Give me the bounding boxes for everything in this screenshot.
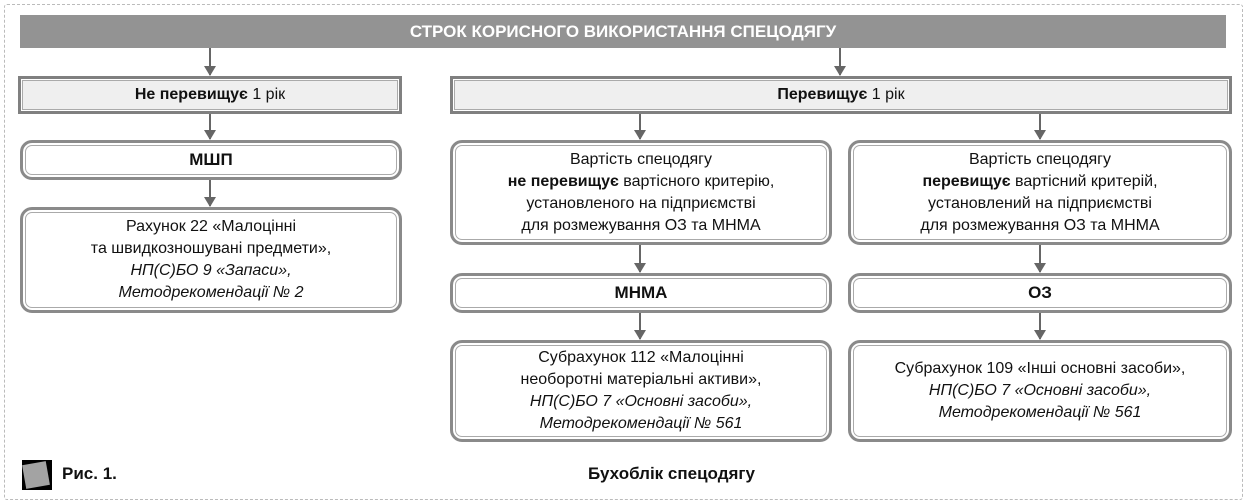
account-112-box: Субрахунок 112 «Малоцінні необоротні мат… bbox=[450, 340, 832, 442]
term-bold: Не перевищує bbox=[134, 86, 248, 103]
text-line: Вартість спецодягу bbox=[569, 150, 713, 168]
text-line: для розмежування ОЗ та МНМА bbox=[920, 216, 1160, 234]
term-exceeds-box: Перевищує 1 рік bbox=[450, 76, 1232, 114]
category-label: ОЗ bbox=[1028, 283, 1052, 302]
arrow bbox=[634, 114, 646, 140]
figure-title: Бухоблік спецодягу bbox=[588, 464, 755, 483]
term-rest: 1 рік bbox=[247, 86, 286, 103]
cost-not-exceeds-box: Вартість спецодягу не перевищує вартісно… bbox=[450, 140, 832, 245]
figure-square-icon bbox=[22, 460, 52, 490]
term-rest: 1 рік bbox=[867, 86, 905, 103]
arrow bbox=[1034, 114, 1046, 140]
frame-border bbox=[4, 4, 1243, 500]
figure-number: Рис. 1. bbox=[62, 464, 117, 483]
account-ref: Методрекомендації № 561 bbox=[938, 404, 1142, 421]
diagram-header: СТРОК КОРИСНОГО ВИКОРИСТАННЯ СПЕЦОДЯГУ bbox=[20, 15, 1226, 48]
account-line: та швидкозношувані предмети», bbox=[90, 240, 332, 257]
cost-exceeds-box: Вартість спецодягу перевищує вартісний к… bbox=[848, 140, 1232, 245]
arrow bbox=[1034, 245, 1046, 273]
text-line: Вартість спецодягу bbox=[968, 150, 1112, 168]
category-label: МНМА bbox=[614, 283, 668, 302]
arrow bbox=[834, 48, 846, 76]
account-line: необоротні матеріальні активи», bbox=[520, 371, 762, 388]
term-bold: Перевищує bbox=[777, 86, 868, 103]
category-label: МШП bbox=[189, 150, 233, 169]
arrow bbox=[204, 180, 216, 207]
text-bold: перевищує bbox=[922, 172, 1011, 190]
category-mshp: МШП bbox=[20, 140, 402, 180]
account-line: Субрахунок 109 «Інші основні засоби», bbox=[894, 360, 1186, 377]
account-ref: Методрекомендації № 2 bbox=[118, 284, 304, 301]
arrow bbox=[1034, 313, 1046, 340]
account-22-box: Рахунок 22 «Малоцінні та швидкозношувані… bbox=[20, 207, 402, 313]
text-line: вартісного критерію, bbox=[618, 172, 775, 190]
text-line: установлений на підприємстві bbox=[928, 194, 1152, 212]
text-line: для розмежування ОЗ та МНМА bbox=[521, 216, 761, 234]
account-ref: НП(С)БО 9 «Запаси», bbox=[130, 262, 292, 279]
account-109-box: Субрахунок 109 «Інші основні засоби», НП… bbox=[848, 340, 1232, 442]
text-line: вартісний критерій, bbox=[1010, 172, 1158, 190]
term-not-exceeds-box: Не перевищує 1 рік bbox=[18, 76, 402, 114]
account-line: Субрахунок 112 «Малоцінні bbox=[538, 349, 744, 366]
arrow bbox=[634, 313, 646, 340]
category-mnma: МНМА bbox=[450, 273, 832, 313]
text-bold: не перевищує bbox=[507, 172, 619, 190]
account-ref: НП(С)БО 7 «Основні засоби», bbox=[928, 382, 1152, 399]
account-ref: Методрекомендації № 561 bbox=[539, 415, 743, 432]
arrow bbox=[204, 48, 216, 76]
account-line: Рахунок 22 «Малоцінні bbox=[125, 218, 297, 235]
account-ref: НП(С)БО 7 «Основні засоби», bbox=[529, 393, 753, 410]
arrow bbox=[204, 114, 216, 140]
text-line: установленого на підприємстві bbox=[526, 194, 756, 212]
category-oz: ОЗ bbox=[848, 273, 1232, 313]
arrow bbox=[634, 245, 646, 273]
